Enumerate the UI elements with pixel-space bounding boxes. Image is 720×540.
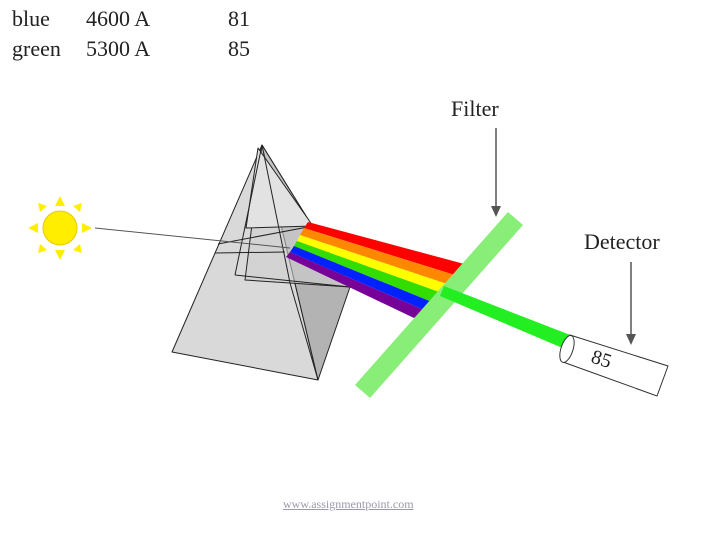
green-transmitted-beam [440,286,578,352]
detector-cylinder [559,334,669,397]
row-green-reading: 85 [228,36,250,61]
filter-label: Filter [451,96,499,121]
filter-bar [355,212,523,398]
watermark-link[interactable]: www.assignmentpoint.com [283,497,414,511]
filter-arrow [491,128,501,217]
row-blue-color: blue [12,6,50,31]
detector-label: Detector [584,229,660,254]
spectrum-beam [286,222,468,318]
row-green-color: green [12,36,61,61]
detector-arrow [626,262,636,345]
row-blue-wavelength: 4600 A [86,6,151,31]
prism [171,144,351,381]
row-blue-reading: 81 [228,6,250,31]
row-green-wavelength: 5300 A [86,36,151,61]
incident-light-ray [94,227,291,249]
sun-icon [28,196,92,260]
